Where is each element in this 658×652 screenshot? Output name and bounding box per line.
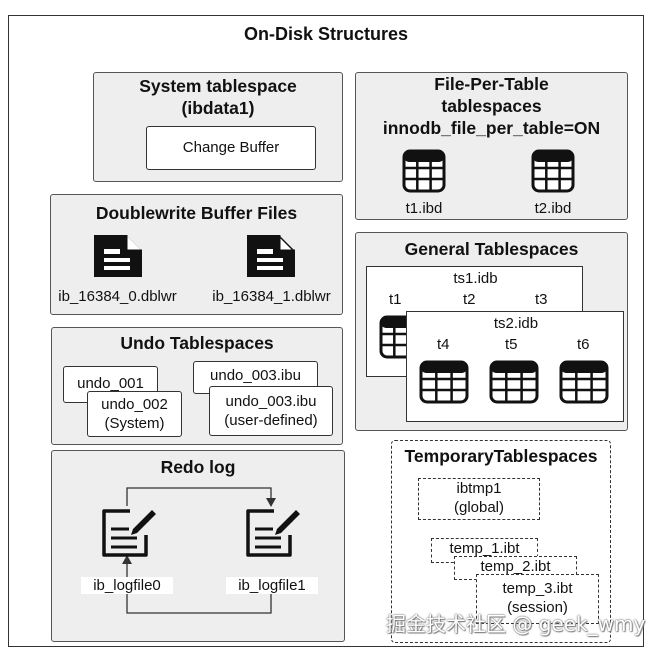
temporary-tablespaces-panel: TemporaryTablespaces ibtmp1 (global) tem…	[391, 440, 611, 643]
ts2-label: ts2.idb	[493, 315, 539, 332]
file-label-t2: t2.ibd	[534, 200, 572, 217]
redo-log-panel: Redo log ib_logfile0 ib_logfile1	[51, 450, 345, 642]
file-label-dblwr-1: ib_16384_1.dblwr	[212, 288, 331, 305]
file-label-logfile0: ib_logfile0	[81, 577, 173, 594]
table-label-t2: t2	[463, 291, 476, 308]
file-label-dblwr-0: ib_16384_0.dblwr	[58, 288, 177, 305]
temporary-tablespaces-title: TemporaryTablespaces	[404, 446, 598, 466]
undo-003-user-box: undo_003.ibu (user-defined)	[209, 386, 333, 436]
table-label-t3: t3	[535, 291, 548, 308]
ts1-label: ts1.idb	[453, 270, 498, 287]
table-icon	[419, 360, 469, 404]
doublewrite-title: Doublewrite Buffer Files	[95, 203, 298, 223]
table-label-t1: t1	[389, 291, 402, 308]
table-icon	[489, 360, 539, 404]
file-label-t1: t1.ibd	[405, 200, 443, 217]
system-tablespace-panel: System tablespace (ibdata1) Change Buffe…	[93, 72, 343, 182]
file-per-table-panel: File-Per-Table tablespaces innodb_file_p…	[355, 72, 628, 220]
ibtmp1-box: ibtmp1 (global)	[418, 478, 540, 520]
undo-002-box: undo_002 (System)	[87, 391, 182, 437]
table-icon	[531, 149, 575, 193]
ts2-box: ts2.idb t4 t5 t6	[406, 311, 624, 422]
doublewrite-panel: Doublewrite Buffer Files ib_16384_0.dblw…	[50, 194, 343, 315]
table-label-t6: t6	[577, 336, 590, 353]
undo-tablespaces-title: Undo Tablespaces	[120, 333, 274, 353]
general-tablespaces-title: General Tablespaces	[404, 239, 579, 259]
table-icon	[559, 360, 609, 404]
general-tablespaces-panel: General Tablespaces ts1.idb t1 t2 t3 ts2…	[355, 232, 628, 431]
temp-3-box: temp_3.ibt (session)	[476, 574, 599, 624]
edit-document-icon	[102, 509, 156, 557]
file-per-table-title: File-Per-Table tablespaces innodb_file_p…	[382, 74, 601, 138]
edit-document-icon	[246, 509, 300, 557]
table-label-t4: t4	[437, 336, 450, 353]
redo-log-title: Redo log	[160, 457, 236, 477]
file-label-logfile1: ib_logfile1	[226, 577, 318, 594]
watermark: 掘金技术社区 @ geek_wmy	[386, 612, 646, 636]
undo-tablespaces-panel: Undo Tablespaces undo_001 undo_002 (Syst…	[51, 327, 343, 445]
document-icon	[94, 235, 142, 277]
change-buffer-box: Change Buffer	[146, 126, 316, 170]
table-label-t5: t5	[505, 336, 518, 353]
system-tablespace-title: System tablespace (ibdata1)	[139, 76, 297, 118]
table-icon	[402, 149, 446, 193]
diagram-title: On-Disk Structures	[243, 24, 409, 44]
document-icon	[247, 235, 295, 277]
